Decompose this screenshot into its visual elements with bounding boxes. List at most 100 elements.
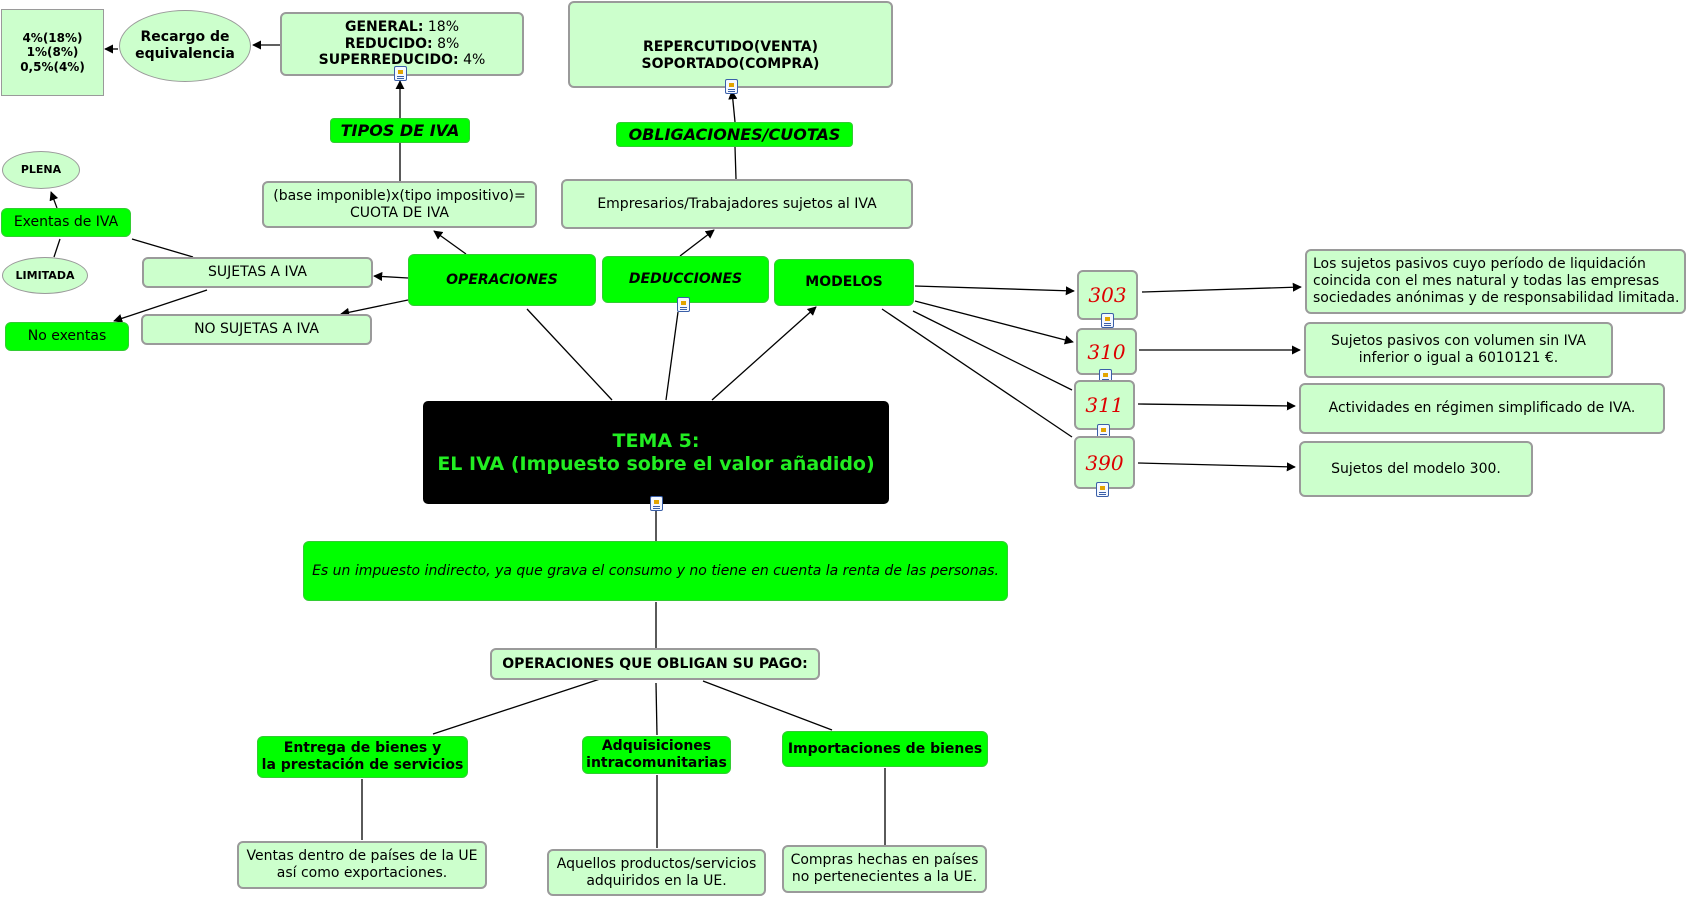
tipo-general: GENERAL: 18% — [344, 18, 460, 35]
link-exentas-limitada — [53, 238, 61, 258]
description-line: Actividades en régimen simplificado de I… — [1328, 400, 1636, 417]
link-311-desc — [1137, 401, 1296, 411]
obligaciones-label: OBLIGACIONES/CUOTAS — [628, 124, 841, 144]
modelo-311-node[interactable]: 311 — [1074, 380, 1135, 430]
no-sujetas-label: NO SUJETAS A IVA — [194, 321, 319, 338]
note-icon[interactable] — [650, 496, 663, 511]
link-sujetos-oblig — [734, 146, 737, 180]
description-line: Sujetos del modelo 300. — [1331, 460, 1501, 477]
note-icon[interactable] — [1096, 482, 1109, 497]
exentas-node[interactable]: Exentas de IVA — [1, 208, 131, 237]
sujetos-iva-node[interactable]: Empresarios/Trabajadores sujetos al IVA — [561, 179, 913, 229]
note-icon[interactable] — [677, 297, 690, 312]
description-line: Los sujetos pasivos cuyo período de liqu… — [1313, 256, 1646, 273]
formula-line2: CUOTA DE IVA — [350, 204, 449, 221]
definition-node[interactable]: Es un impuesto indirecto, ya que grava e… — [303, 541, 1008, 601]
link-sujetas-noexentas — [113, 289, 208, 323]
note-icon[interactable] — [394, 66, 407, 81]
sujetos-label: Empresarios/Trabajadores sujetos al IVA — [597, 195, 877, 212]
tipos-iva-node[interactable]: GENERAL: 18% REDUCIDO: 8% SUPERREDUCIDO:… — [280, 12, 524, 76]
formula-node[interactable]: (base imponible)x(tipo impositivo)= CUOT… — [262, 181, 537, 228]
description-line: Aquellos productos/servicios — [556, 855, 757, 872]
main-topic-line2: EL IVA (Impuesto sobre el valor añadido) — [437, 452, 875, 475]
link-303-desc — [1141, 282, 1302, 293]
exentas-label: Exentas de IVA — [13, 214, 119, 231]
link-tema-modelos — [711, 306, 817, 401]
description-line: así como exportaciones. — [276, 865, 448, 881]
entrega-node[interactable]: Entrega de bienes y la prestación de ser… — [257, 736, 468, 778]
adquisiciones-description[interactable]: Aquellos productos/servicios adquiridos … — [547, 849, 766, 896]
modelo-310-description[interactable]: Sujetos pasivos con volumen sin IVA infe… — [1304, 322, 1613, 378]
modelo-311-description[interactable]: Actividades en régimen simplificado de I… — [1299, 383, 1665, 434]
no-exentas-label: No exentas — [27, 328, 107, 345]
link-modelos-303 — [914, 285, 1075, 296]
link-oblig-repercutido — [728, 90, 738, 123]
description-line: coincida con el mes natural y todas las … — [1313, 273, 1660, 290]
link-tema-deducciones — [665, 311, 679, 401]
modelo-310-code: 310 — [1087, 339, 1126, 364]
soportado-label: SOPORTADO(COMPRA) — [641, 56, 820, 72]
entrega-line1: Entrega de bienes y — [283, 740, 442, 757]
importaciones-label: Importaciones de bienes — [787, 740, 983, 757]
pago-label: OPERACIONES QUE OBLIGAN SU PAGO: — [502, 655, 808, 672]
modelo-303-node[interactable]: 303 — [1077, 270, 1138, 320]
tipo-superreducido: SUPERREDUCIDO: 4% — [318, 52, 486, 69]
link-sujetas-exentas — [131, 238, 194, 258]
modelos-node[interactable]: MODELOS — [774, 259, 914, 306]
description-line: Sujetos pasivos con volumen sin IVA — [1331, 333, 1586, 350]
link-tema-operaciones — [526, 308, 613, 401]
sujetas-iva-node[interactable]: SUJETAS A IVA — [142, 257, 373, 288]
link-deducciones-sujetos — [679, 229, 715, 257]
definition-text: Es un impuesto indirecto, ya que grava e… — [312, 562, 999, 579]
link-pago-entrega — [432, 678, 601, 735]
modelo-390-node[interactable]: 390 — [1074, 436, 1135, 489]
adquisiciones-line2: intracomunitarias — [586, 755, 727, 771]
obligaciones-link-node[interactable]: OBLIGACIONES/CUOTAS — [616, 122, 853, 147]
pago-node[interactable]: OPERACIONES QUE OBLIGAN SU PAGO: — [490, 648, 820, 680]
operaciones-node[interactable]: OPERACIONES — [408, 254, 596, 306]
link-operaciones-formula — [433, 230, 467, 255]
note-icon[interactable] — [1097, 424, 1110, 439]
deducciones-node[interactable]: DEDUCCIONES — [602, 256, 769, 303]
modelo-310-node[interactable]: 310 — [1076, 328, 1137, 375]
tipos-iva-label: TIPOS DE IVA — [340, 120, 460, 140]
deducciones-label: DEDUCCIONES — [628, 271, 743, 288]
tipos-iva-link-node[interactable]: TIPOS DE IVA — [330, 118, 470, 143]
importaciones-node[interactable]: Importaciones de bienes — [782, 731, 988, 767]
tipo-reducido: REDUCIDO: 8% — [344, 35, 460, 52]
link-exentas-plena — [49, 191, 59, 209]
recargo-value: 0,5%(4%) — [20, 59, 85, 74]
modelo-390-description[interactable]: Sujetos del modelo 300. — [1299, 441, 1533, 497]
note-icon[interactable] — [725, 79, 738, 94]
repercutido-label: REPERCUTIDO(VENTA) — [642, 39, 819, 56]
link-pago-importaciones — [702, 680, 833, 731]
description-line: sociedades anónimas y de responsabilidad… — [1313, 289, 1680, 306]
adquisiciones-line1: Adquisiciones — [601, 738, 712, 755]
limitada-label: LIMITADA — [15, 268, 75, 282]
limitada-node[interactable]: LIMITADA — [2, 257, 88, 294]
main-topic-line1: TEMA 5: — [612, 429, 700, 452]
no-exentas-node[interactable]: No exentas — [5, 322, 129, 351]
importaciones-description[interactable]: Compras hechas en países no pertenecient… — [782, 845, 987, 893]
link-modelos-390 — [881, 308, 1073, 438]
recargo-equivalencia-node[interactable]: Recargo de equivalencia — [119, 10, 251, 82]
operaciones-label: OPERACIONES — [446, 271, 558, 288]
modelo-303-description[interactable]: Los sujetos pasivos cuyo período de liqu… — [1305, 249, 1686, 314]
main-topic-node[interactable]: TEMA 5: EL IVA (Impuesto sobre el valor … — [423, 401, 889, 504]
repercutido-soportado-node[interactable]: REPERCUTIDO(VENTA) SOPORTADO(COMPRA) — [568, 1, 893, 88]
plena-node[interactable]: PLENA — [2, 151, 80, 189]
note-icon[interactable] — [1101, 313, 1114, 328]
adquisiciones-node[interactable]: Adquisiciones intracomunitarias — [582, 736, 731, 774]
link-operaciones-sujetas — [373, 271, 409, 282]
modelo-311-code: 311 — [1085, 393, 1124, 417]
recargo-line2: equivalencia — [135, 46, 235, 62]
recargo-values-node[interactable]: 4%(18%) 1%(8%) 0,5%(4%) — [1, 9, 104, 96]
description-line: adquiridos en la UE. — [586, 872, 727, 889]
entrega-description[interactable]: Ventas dentro de países de la UE así com… — [237, 841, 487, 889]
link-modelos-310 — [914, 300, 1074, 345]
link-operaciones-nosujetas — [340, 299, 409, 317]
formula-line1: (base imponible)x(tipo impositivo)= — [273, 187, 526, 204]
recargo-line1: Recargo de — [140, 29, 230, 46]
no-sujetas-iva-node[interactable]: NO SUJETAS A IVA — [141, 314, 372, 345]
